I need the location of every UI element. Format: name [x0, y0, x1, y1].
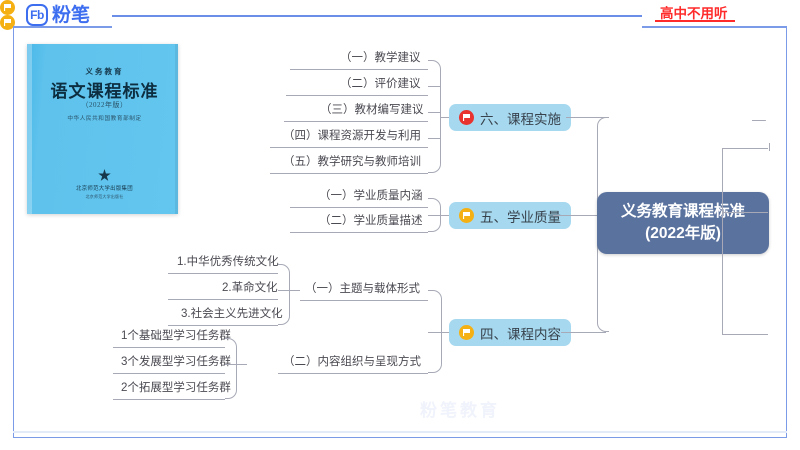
leaf-label: （一）学业质量内涵	[319, 190, 423, 202]
watermark-text: 粉笔教育	[420, 401, 500, 420]
bracket-tick	[428, 215, 441, 217]
right-branch-bottom	[722, 334, 768, 336]
leaf-label: （一）主题与载体形式	[305, 283, 420, 295]
flag-icon-yellow	[0, 0, 15, 15]
central-topic-line2: (2022年版)	[645, 225, 721, 242]
chapter-node-label: 五、学业质量	[480, 209, 561, 225]
leaf-underline	[270, 173, 428, 175]
press-name-line1: 北京师范大学出版集团	[76, 186, 133, 192]
flag-icon-red	[459, 110, 474, 125]
right-branch-stub	[752, 120, 766, 121]
node-to-spine-connector	[561, 332, 606, 334]
branch-bracket	[428, 290, 442, 373]
leaf-label: （三）教材编写建议	[320, 104, 424, 116]
leaf-label: （二）内容组织与呈现方式	[283, 356, 421, 368]
leaf-underline	[290, 232, 428, 234]
book-superscript: 义务教育	[85, 67, 124, 76]
right-branch-spine	[722, 148, 724, 240]
book-press-logo: 北京师范大学出版集团 北京师范大学出版社	[35, 169, 174, 200]
branch-bracket	[428, 60, 441, 173]
leaf-underline	[284, 121, 428, 123]
leaf-label: （二）学业质量描述	[319, 215, 423, 227]
leaf-underline	[168, 299, 278, 301]
bracket-tick	[225, 364, 237, 366]
leaf-underline	[168, 325, 278, 327]
frame-top-left-segment	[13, 26, 112, 28]
flag-icon-yellow	[0, 15, 15, 30]
textbook-cover-image: 义务教育 语文课程标准 （2022年版） 中华人民共和国教育部制定 北京师范大学…	[27, 44, 178, 214]
right-branch-corner-top	[769, 143, 771, 151]
leaf-label: 3.社会主义先进文化	[181, 308, 283, 320]
leaf-label: （一）教学建议	[340, 52, 421, 64]
annotation-note: 高中不用听	[660, 6, 728, 21]
chapter-node-6[interactable]: 六、课程实施	[449, 104, 571, 131]
leaf-label: 2.革命文化	[222, 282, 278, 294]
leaf-label: 1.中华优秀传统文化	[177, 256, 279, 268]
leaf-underline	[286, 95, 428, 97]
bracket-tick	[428, 138, 441, 140]
leaf-underline	[290, 207, 428, 209]
leaf-label: 1个基础型学习任务群	[121, 330, 231, 342]
central-topic-node[interactable]: 义务教育课程标准 (2022年版)	[597, 192, 769, 254]
leaf-underline	[300, 300, 428, 302]
central-topic-line1: 义务教育课程标准	[620, 202, 745, 220]
leaf-underline	[270, 147, 428, 149]
leaf-label: 3个发展型学习任务群	[121, 356, 231, 368]
bracket-tick	[428, 86, 441, 88]
brand-logo: Fb 粉笔	[26, 4, 90, 26]
bracket-tick	[278, 290, 290, 292]
leaf-underline	[113, 399, 225, 401]
leaf-underline	[113, 373, 225, 375]
leaf-underline	[290, 69, 428, 71]
leaf-label: （四）课程资源开发与利用	[283, 130, 421, 142]
book-title: 语文课程标准	[50, 82, 159, 101]
chapter-node-label: 六、课程实施	[480, 111, 561, 127]
bracket-connector	[290, 290, 300, 292]
leaf-label: （二）评价建议	[340, 78, 421, 90]
flag-icon-yellow	[459, 325, 474, 340]
annotation-underline	[655, 20, 735, 22]
chapter-node-label: 四、课程内容	[480, 326, 561, 342]
book-spine	[27, 44, 32, 214]
leaf-underline	[113, 347, 225, 349]
bracket-connector	[237, 364, 247, 366]
right-branch-spine-lower	[722, 239, 724, 335]
fenbi-logo-icon: Fb	[26, 4, 48, 26]
flag-icon-yellow	[459, 208, 474, 223]
branch-bracket	[278, 264, 290, 325]
content-frame	[13, 26, 787, 438]
right-branch-top	[722, 148, 768, 150]
bracket-connector	[441, 215, 449, 217]
frame-top-right-segment	[642, 26, 787, 28]
leaf-underline	[168, 273, 278, 275]
press-name-line2: 北京师范大学出版社	[85, 194, 124, 199]
chapter-node-5[interactable]: 五、学业质量	[449, 202, 571, 229]
leaf-underline	[278, 373, 428, 375]
brand-name: 粉笔	[52, 4, 91, 26]
leaf-label: 2个拓展型学习任务群	[121, 382, 231, 394]
book-edge	[175, 44, 178, 214]
header-divider	[112, 15, 642, 17]
book-edition: （2022年版）	[81, 101, 128, 109]
bracket-connector	[441, 117, 449, 119]
branch-bracket	[225, 338, 237, 399]
bracket-tick	[428, 112, 441, 114]
book-publisher: 中华人民共和国教育部制定	[67, 116, 142, 122]
press-emblem-icon	[98, 169, 111, 181]
node-to-spine-connector	[566, 117, 606, 119]
leaf-label: （五）教学研究与教师培训	[283, 156, 421, 168]
chapter-node-4[interactable]: 四、课程内容	[449, 319, 571, 346]
right-branch-mid	[722, 212, 768, 214]
footer-divider	[13, 431, 787, 433]
bracket-tick	[428, 332, 442, 334]
node-to-spine-connector	[553, 215, 606, 217]
bracket-connector	[442, 332, 449, 334]
